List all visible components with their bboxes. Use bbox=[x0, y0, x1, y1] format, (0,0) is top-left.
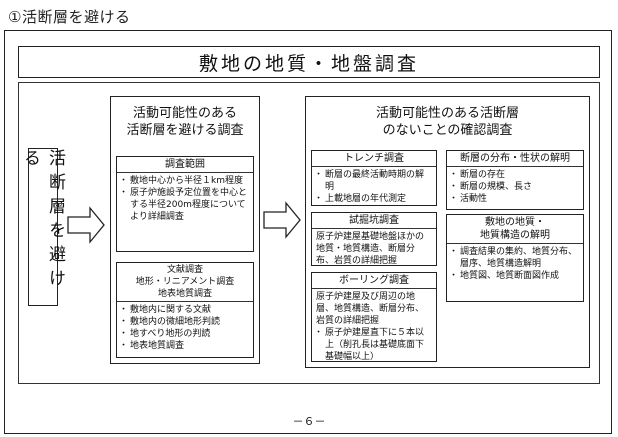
list-item: 地質図、地質断面図作成 bbox=[449, 270, 579, 282]
page-number: －６－ bbox=[292, 415, 326, 428]
literature-survey-title-line-1: 文献調査 bbox=[166, 265, 203, 275]
fault-distribution-box: 断層の分布・性状の解明 断層の存在 断層の規模、長さ 活動性 bbox=[446, 150, 584, 210]
list-item: 断層の存在 bbox=[449, 169, 579, 181]
trench-survey-title: トレンチ調査 bbox=[312, 151, 436, 167]
left-column-title: 活動可能性のある 活断層を避ける調査 bbox=[110, 104, 260, 140]
survey-scope-list: 敷地中心から半径１km程度 原子炉施設予定位置を中心とする半径200m程度につい… bbox=[117, 173, 253, 225]
literature-survey-title-line-3: 地表地質調査 bbox=[157, 289, 212, 299]
boring-survey-title: ボーリング調査 bbox=[312, 273, 436, 289]
literature-survey-box: 文献調査 地形・リニアメント調査 地表地質調査 敷地内に関する文献 敷地内の微細… bbox=[116, 262, 254, 358]
list-item: 地表地質調査 bbox=[119, 340, 249, 352]
left-column-title-line-2: 活断層を避ける調査 bbox=[126, 123, 244, 138]
list-item: 調査結果の集約、地質分布、層序、地質構造解明 bbox=[449, 246, 579, 270]
trench-survey-box: トレンチ調査 断層の最終活動時期の解明 上載地層の年代測定 bbox=[311, 150, 437, 206]
geology-structure-title-line-2: 地質構造の解明 bbox=[480, 230, 550, 241]
list-item: 地すべり地形の判読 bbox=[119, 328, 249, 340]
list-item: 活動性 bbox=[449, 193, 579, 205]
fault-distribution-list: 断層の存在 断層の規模、長さ 活動性 bbox=[447, 167, 583, 207]
section-heading: ①活断層を避ける bbox=[8, 8, 131, 26]
arrow-right-icon bbox=[67, 206, 105, 244]
list-item: 敷地内に関する文献 bbox=[119, 304, 249, 316]
geology-structure-title-line-1: 敷地の地質・ bbox=[485, 217, 545, 228]
right-column-title: 活動可能性のある活断層 のないことの確認調査 bbox=[305, 104, 590, 140]
list-item: 敷地中心から半径１km程度 bbox=[119, 175, 249, 187]
survey-scope-title: 調査範囲 bbox=[117, 157, 253, 173]
arrow-right-icon bbox=[263, 201, 301, 239]
right-column-title-line-2: のないことの確認調査 bbox=[382, 123, 513, 138]
vertical-label-text: 活断層を避ける bbox=[20, 149, 65, 293]
diagram-title: 敷地の地質・地盤調査 bbox=[18, 46, 600, 78]
list-item: 敷地内の微細地形判読 bbox=[119, 316, 249, 328]
list-item: 断層の規模、長さ bbox=[449, 181, 579, 193]
boring-survey-text: 原子炉建屋及び周辺の地層、地質構造、断層分布、岩質の詳細把握 bbox=[316, 292, 425, 326]
vertical-label-box: 活断層を避ける bbox=[20, 148, 65, 306]
test-pit-survey-title: 試掘坑調査 bbox=[312, 213, 436, 229]
test-pit-survey-box: 試掘坑調査 原子炉建屋基礎地盤ほかの地質・地質構造、断層分布、岩質の詳細把握 bbox=[311, 212, 437, 266]
right-column-title-line-1: 活動可能性のある活断層 bbox=[375, 106, 519, 121]
list-item: 原子炉施設予定位置を中心とする半径200m程度についてより詳細調査 bbox=[119, 187, 249, 223]
geology-structure-title: 敷地の地質・ 地質構造の解明 bbox=[447, 215, 583, 244]
list-item: 断層の最終活動時期の解明 bbox=[314, 169, 432, 193]
boring-survey-list: 原子炉建屋直下に５本以上（削孔長は基礎底面下基礎幅以上） bbox=[312, 327, 436, 365]
literature-survey-list: 敷地内に関する文献 敷地内の微細地形判読 地すべり地形の判読 地表地質調査 bbox=[117, 302, 253, 354]
list-item: 原子炉建屋直下に５本以上（削孔長は基礎底面下基礎幅以上） bbox=[314, 327, 432, 363]
literature-survey-title-line-2: 地形・リニアメント調査 bbox=[135, 277, 235, 287]
fault-distribution-title: 断層の分布・性状の解明 bbox=[447, 151, 583, 167]
survey-scope-box: 調査範囲 敷地中心から半径１km程度 原子炉施設予定位置を中心とする半径200m… bbox=[116, 156, 254, 252]
boring-survey-box: ボーリング調査 原子炉建屋及び周辺の地層、地質構造、断層分布、岩質の詳細把握 原… bbox=[311, 272, 437, 362]
geology-structure-box: 敷地の地質・ 地質構造の解明 調査結果の集約、地質分布、層序、地質構造解明 地質… bbox=[446, 214, 584, 302]
test-pit-survey-text: 原子炉建屋基礎地盤ほかの地質・地質構造、断層分布、岩質の詳細把握 bbox=[316, 232, 425, 266]
diagram-outer-frame bbox=[18, 82, 600, 384]
left-column-title-line-1: 活動可能性のある bbox=[132, 106, 237, 121]
trench-survey-list: 断層の最終活動時期の解明 上載地層の年代測定 bbox=[312, 167, 436, 207]
geology-structure-list: 調査結果の集約、地質分布、層序、地質構造解明 地質図、地質断面図作成 bbox=[447, 244, 583, 284]
list-item: 上載地層の年代測定 bbox=[314, 193, 432, 205]
literature-survey-title: 文献調査 地形・リニアメント調査 地表地質調査 bbox=[117, 263, 253, 302]
